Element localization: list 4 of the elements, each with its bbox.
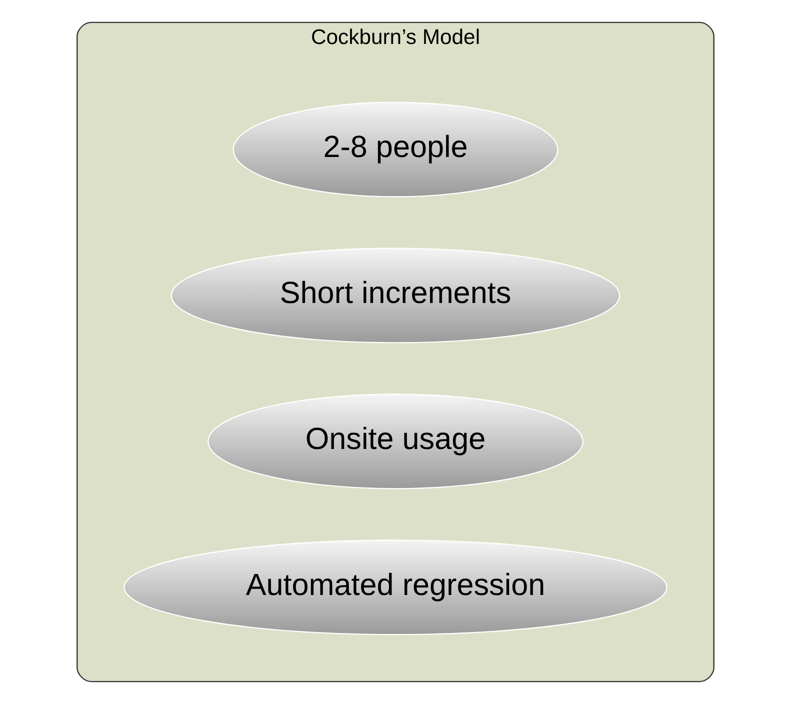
node-ellipse: Onsite usage xyxy=(208,394,584,490)
node-ellipse: Short increments xyxy=(170,248,620,344)
node-ellipse: Automated regression xyxy=(124,540,668,636)
node-ellipse: 2-8 people xyxy=(232,102,558,198)
